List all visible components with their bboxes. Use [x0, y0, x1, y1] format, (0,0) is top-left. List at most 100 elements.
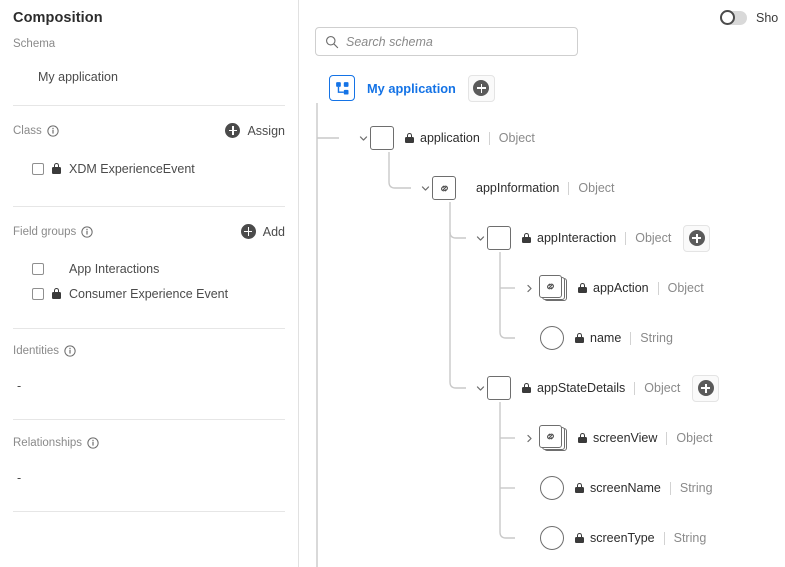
- divider: [13, 105, 285, 106]
- divider: [666, 431, 668, 445]
- tree-node-type: Object: [498, 131, 535, 145]
- checkbox-icon[interactable]: [32, 262, 44, 275]
- chevron-down-icon[interactable]: [474, 234, 487, 243]
- tree-node-label: name: [590, 331, 622, 345]
- relationships-value: -: [17, 471, 22, 485]
- tree-node-appstatedetails[interactable]: appStateDetails Object: [474, 374, 720, 402]
- tree-node-label: appStateDetails: [537, 381, 626, 395]
- info-icon[interactable]: [81, 225, 93, 238]
- tree-node-type: String: [679, 481, 713, 495]
- reference-array-node-icon[interactable]: [539, 425, 567, 451]
- lock-icon: [405, 132, 414, 144]
- divider: [488, 131, 490, 145]
- divider: [13, 206, 285, 207]
- lock-icon: [52, 163, 61, 174]
- chevron-down-icon[interactable]: [357, 134, 370, 143]
- show-toggle-group[interactable]: Sho: [720, 10, 779, 25]
- show-toggle[interactable]: [720, 10, 747, 25]
- link-icon: [547, 283, 554, 290]
- plus-icon: [225, 123, 241, 138]
- tree-node-type: Object: [676, 431, 713, 445]
- divider: [13, 419, 285, 420]
- checkbox-icon[interactable]: [32, 162, 44, 175]
- field-node-icon[interactable]: [540, 476, 564, 500]
- object-node-icon[interactable]: [487, 226, 511, 250]
- info-icon[interactable]: [47, 124, 59, 137]
- lock-icon: [522, 382, 531, 394]
- add-field-group-button[interactable]: Add: [240, 224, 285, 239]
- add-child-button[interactable]: [692, 374, 720, 402]
- search-schema-box[interactable]: Search schema: [315, 27, 578, 56]
- field-groups-label: Field groups: [13, 226, 93, 238]
- add-child-button[interactable]: [467, 74, 495, 102]
- class-item-row[interactable]: XDM ExperienceEvent: [0, 156, 298, 181]
- lock-icon: [575, 332, 584, 344]
- tree-node-screenview[interactable]: screenView Object: [523, 425, 713, 451]
- field-groups-label-text: Field groups: [13, 225, 77, 238]
- identities-label-text: Identities: [13, 345, 60, 357]
- object-node-icon[interactable]: [487, 376, 511, 400]
- identities-value: -: [17, 379, 22, 393]
- reference-array-node-icon[interactable]: [539, 275, 567, 301]
- plus-icon: [473, 80, 490, 96]
- class-item-label: XDM ExperienceEvent: [69, 161, 195, 176]
- lock-icon: [578, 432, 587, 444]
- tree-node-screenname[interactable]: screenName String: [523, 476, 713, 500]
- divider: [630, 331, 632, 345]
- schema-section: Schema: [0, 26, 298, 50]
- tree-root-node[interactable]: My application: [329, 74, 495, 102]
- tree-node-type: String: [640, 331, 673, 345]
- identities-section: Identities: [0, 345, 298, 357]
- tree-node-appinteraction[interactable]: appInteraction Object: [474, 224, 711, 252]
- tree-node-label: application: [420, 131, 480, 145]
- chevron-right-icon[interactable]: [523, 284, 536, 293]
- tree-node-label: appInteraction: [537, 231, 617, 245]
- composition-sidebar: Composition Schema My application Class …: [0, 0, 299, 567]
- object-node-icon[interactable]: [370, 126, 394, 150]
- class-section-header: Class Assign: [0, 123, 298, 138]
- chevron-right-icon[interactable]: [523, 434, 536, 443]
- plus-icon: [240, 224, 256, 239]
- tree-node-name[interactable]: name String: [523, 326, 673, 350]
- link-icon: [440, 185, 448, 191]
- tree-node-appaction[interactable]: appAction Object: [523, 275, 704, 301]
- tree-node-label: screenView: [593, 431, 658, 445]
- chevron-down-icon[interactable]: [419, 184, 432, 193]
- tree-node-label: screenName: [590, 481, 661, 495]
- lock-icon: [575, 532, 584, 544]
- assign-class-button[interactable]: Assign: [225, 123, 285, 138]
- info-icon[interactable]: [87, 437, 99, 449]
- schema-name-value[interactable]: My application: [38, 70, 118, 84]
- lock-icon: [52, 288, 61, 299]
- add-child-button[interactable]: [683, 224, 711, 252]
- class-label: Class: [13, 125, 59, 137]
- field-group-row[interactable]: App Interactions: [0, 256, 298, 281]
- field-group-row[interactable]: Consumer Experience Event: [0, 281, 298, 306]
- info-icon[interactable]: [64, 345, 76, 357]
- divider: [634, 381, 636, 395]
- tree-node-application[interactable]: application Object: [357, 126, 535, 150]
- tree-node-type: Object: [644, 381, 681, 395]
- assign-button-label: Assign: [247, 123, 285, 138]
- link-icon: [547, 433, 554, 440]
- tree-node-type: Object: [667, 281, 704, 295]
- show-toggle-label: Sho: [756, 11, 779, 25]
- divider: [657, 281, 659, 295]
- checkbox-icon[interactable]: [32, 287, 44, 300]
- search-input[interactable]: Search schema: [346, 34, 433, 49]
- divider: [13, 328, 285, 329]
- reference-node-icon[interactable]: [432, 176, 456, 200]
- identities-label: Identities: [13, 345, 285, 357]
- tree-node-appinformation[interactable]: appInformation Object: [419, 176, 615, 200]
- tree-node-screentype[interactable]: screenType String: [523, 526, 706, 550]
- divider: [625, 231, 627, 245]
- lock-icon: [522, 232, 531, 244]
- page-title: Composition: [13, 10, 103, 26]
- chevron-down-icon[interactable]: [474, 384, 487, 393]
- field-node-icon[interactable]: [540, 526, 564, 550]
- field-node-icon[interactable]: [540, 326, 564, 350]
- tree-node-label: appInformation: [476, 181, 560, 195]
- divider: [568, 181, 570, 195]
- tree-node-type: Object: [578, 181, 615, 195]
